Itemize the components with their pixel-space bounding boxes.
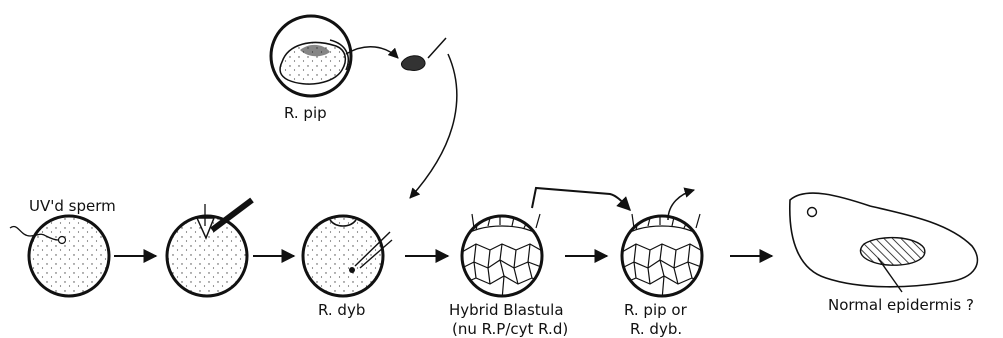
label-hybrid-2: (nu R.P/cyt R.d) bbox=[452, 320, 568, 338]
label-hybrid-1: Hybrid Blastula bbox=[449, 301, 564, 319]
label-sperm: UV'd sperm bbox=[29, 197, 116, 215]
transfer-arrow-cap bbox=[532, 188, 630, 210]
grafted-epidermis-patch bbox=[861, 238, 925, 266]
label-result-2: R. dyb. bbox=[630, 320, 682, 338]
egg-1-uv-sperm bbox=[10, 216, 109, 296]
curved-arrow-to-tissue bbox=[346, 47, 398, 58]
larva bbox=[790, 193, 978, 292]
hybrid-blastula bbox=[462, 214, 544, 300]
label-host: R. dyb bbox=[318, 301, 365, 319]
label-result-1: R. pip or bbox=[624, 301, 687, 319]
transfer-pipette bbox=[428, 38, 446, 58]
label-donor: R. pip bbox=[284, 104, 327, 122]
donor-dish bbox=[271, 16, 351, 96]
curved-arrow-to-host bbox=[410, 54, 457, 198]
egg-3-host bbox=[303, 216, 392, 296]
egg-2-enucleation bbox=[167, 200, 252, 296]
recombinant-blastula bbox=[622, 190, 704, 300]
label-outcome: Normal epidermis ? bbox=[828, 296, 974, 314]
isolated-tissue bbox=[401, 56, 425, 71]
